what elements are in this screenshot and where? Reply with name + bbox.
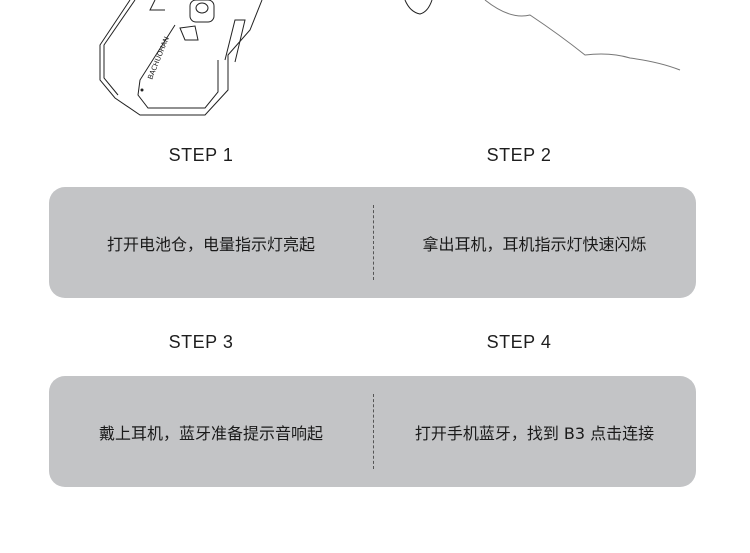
step-2-label: STEP 2 — [486, 145, 552, 165]
steps-1-2-card: 打开电池仓，电量指示灯亮起 拿出耳机，耳机指示灯快速闪烁 — [49, 187, 696, 298]
brand-logo-text: BACHUOHAN — [146, 36, 170, 81]
step-4-label: STEP 4 — [486, 332, 552, 352]
divider — [373, 205, 374, 280]
divider — [373, 394, 374, 469]
product-illustration: BACHUOHAN — [99, 0, 681, 116]
step-3-text: 戴上耳机，蓝牙准备提示音响起 — [98, 423, 323, 443]
steps-3-4-card: 戴上耳机，蓝牙准备提示音响起 打开手机蓝牙，找到 B3 点击连接 — [49, 376, 696, 487]
step-1-text: 打开电池仓，电量指示灯亮起 — [106, 234, 315, 254]
step-1-label: STEP 1 — [168, 145, 234, 165]
step-2-text: 拿出耳机，耳机指示灯快速闪烁 — [422, 234, 647, 254]
step-3-label: STEP 3 — [168, 332, 234, 352]
step-4-text: 打开手机蓝牙，找到 B3 点击连接 — [414, 423, 655, 443]
